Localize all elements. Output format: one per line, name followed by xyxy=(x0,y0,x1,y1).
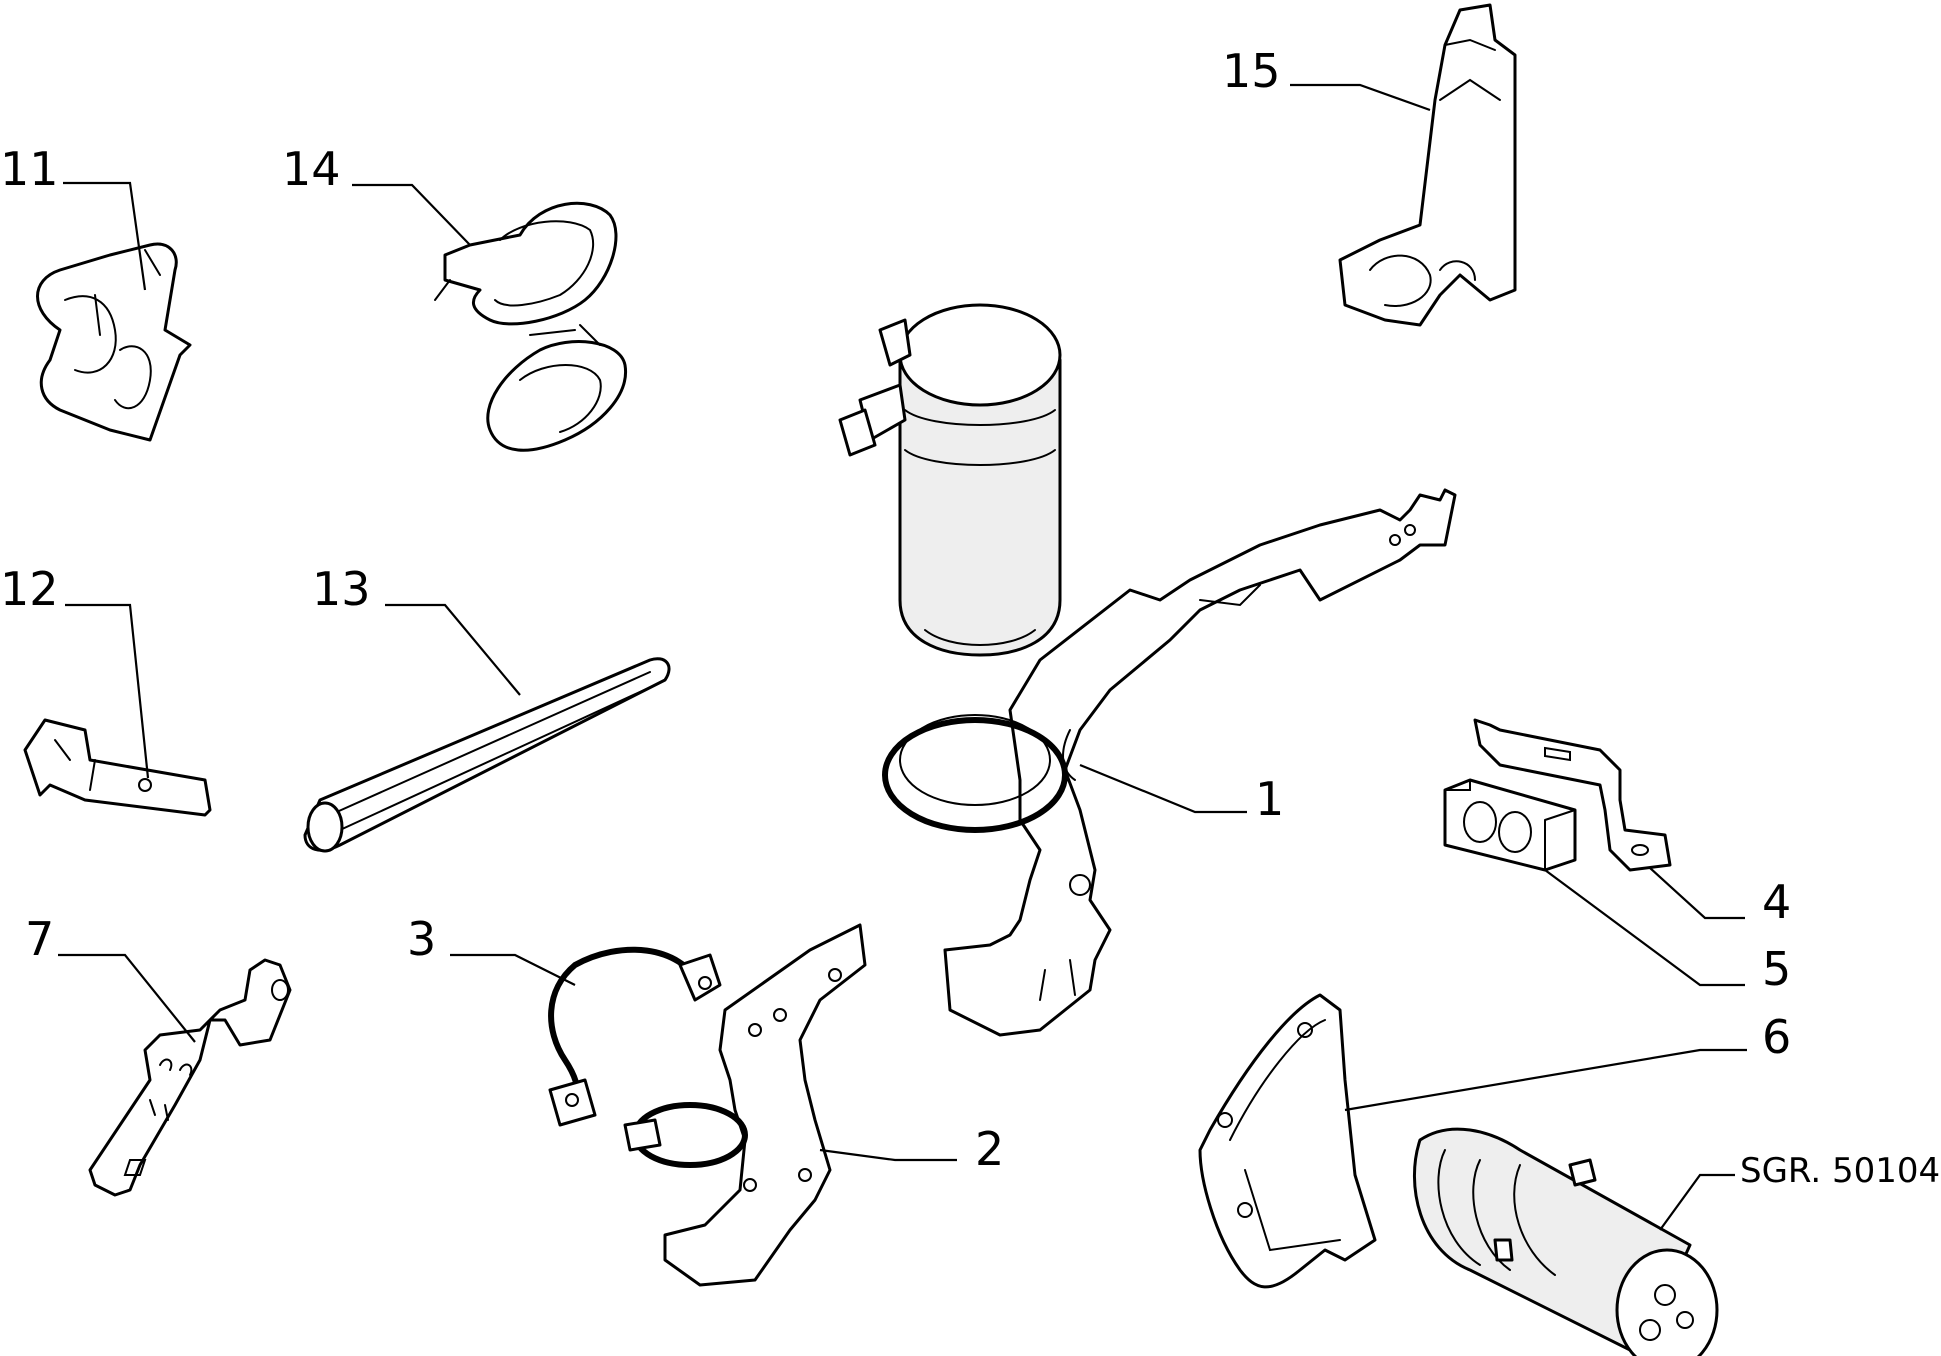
callout-2: 2 xyxy=(975,1122,1004,1176)
callout-5: 5 xyxy=(1762,942,1791,996)
leader-11 xyxy=(63,181,147,291)
leader-lines xyxy=(58,83,1747,1231)
part-1-main-bracket xyxy=(882,488,1457,1037)
leader-5 xyxy=(1544,869,1745,987)
leader-3 xyxy=(450,953,576,986)
leader-15 xyxy=(1290,83,1431,112)
callout-7: 7 xyxy=(25,912,54,966)
leader-2 xyxy=(819,1148,957,1162)
part-13-seal-strip xyxy=(303,657,671,853)
part-7-stepped-bracket xyxy=(88,958,292,1197)
part-12-flat-bracket xyxy=(23,718,212,817)
callout-11: 11 xyxy=(0,142,59,196)
part-2-ring-bracket xyxy=(623,923,867,1287)
callout-4: 4 xyxy=(1762,875,1791,929)
callout-13: 13 xyxy=(312,562,371,616)
leader-14 xyxy=(352,183,471,246)
receiver-drier-canister xyxy=(838,303,1062,657)
callout-6: 6 xyxy=(1762,1010,1791,1064)
leader-7 xyxy=(58,953,196,1043)
leader-reference xyxy=(1659,1173,1735,1231)
part-4-strap-bracket xyxy=(1473,718,1672,872)
part-6-heat-shield xyxy=(1198,993,1377,1289)
ac-compressor xyxy=(1412,1127,1719,1356)
callout-3: 3 xyxy=(407,912,436,966)
leader-4 xyxy=(1649,867,1745,920)
part-11-pipe-clip xyxy=(36,242,192,442)
callout-1: 1 xyxy=(1255,772,1284,826)
part-3-pipe-hanger xyxy=(548,946,722,1127)
leader-12 xyxy=(65,603,150,779)
leader-1 xyxy=(1079,763,1247,814)
leader-6 xyxy=(1344,1048,1747,1112)
callout-15: 15 xyxy=(1222,44,1281,98)
callout-labels: 11 14 15 12 13 1 7 3 2 4 5 6 SGR. 50104 xyxy=(0,44,1940,1191)
callout-14: 14 xyxy=(282,142,341,196)
part-5-rubber-block xyxy=(1443,778,1577,872)
callout-12: 12 xyxy=(0,562,59,616)
reference-code: SGR. 50104 xyxy=(1740,1151,1940,1191)
part-14-double-hose-clip xyxy=(434,201,628,452)
leader-13 xyxy=(385,603,521,696)
part-15-vertical-bracket xyxy=(1338,3,1517,327)
